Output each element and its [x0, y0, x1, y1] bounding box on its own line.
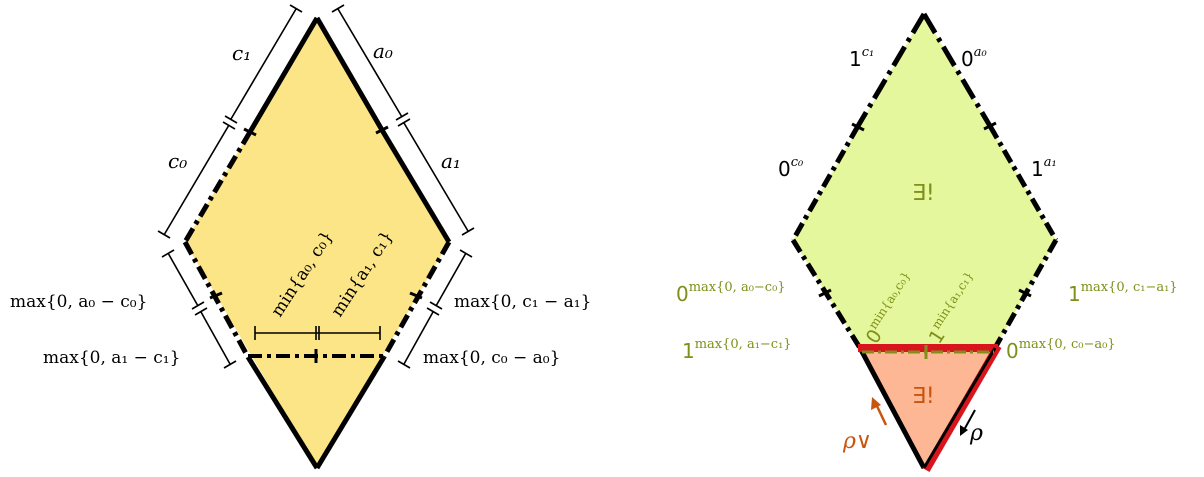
measure-max-c0a0-cap-a [426, 307, 440, 316]
right-edge-top-left [855, 12, 927, 128]
left-edge-low-right [381, 240, 452, 359]
left-tick-3 [209, 291, 223, 300]
right-edge-mid-left [790, 124, 861, 242]
measure-a1-cap-b [461, 227, 475, 236]
left-edge-mid-right [379, 128, 452, 244]
measure-c0-cap-a [222, 121, 236, 130]
left-edge-bottom-right [314, 355, 387, 470]
measure-a1 [403, 122, 469, 232]
left-edge-top-right [314, 16, 385, 132]
right-edge-mid-right [987, 124, 1059, 242]
right-tick-1 [851, 122, 865, 132]
measure-a0-cap-a [331, 4, 345, 13]
label-zero-max-a0c0: 0max{0, a₀−c₀} [676, 280, 786, 306]
left-tick-2 [375, 125, 389, 135]
measure-max-a0c0-cap-b [191, 301, 205, 310]
left-diagram: c₁ a₀ c₀ a₁ max{0, a₀ − c₀} max{0, a₁ − … [10, 4, 591, 470]
left-edge-mid-left [182, 130, 253, 244]
measure-max-c0a0 [403, 311, 434, 365]
measure-a0-cap-b [395, 112, 409, 121]
measure-max-a1c1 [200, 311, 231, 365]
measure-c0-cap-b [157, 230, 171, 239]
measure-max-a0c0 [167, 252, 199, 307]
measure-max-c1a1-cap-a [459, 249, 473, 258]
measure-c1-cap-a [289, 4, 303, 13]
right-tick-2 [983, 121, 997, 131]
label-one-c1: 1c₁ [849, 45, 874, 71]
measure-a0 [337, 8, 403, 118]
label-a0: a₀ [373, 39, 393, 63]
label-max-a0-c0: max{0, a₀ − c₀} [10, 292, 147, 312]
measure-c1 [230, 8, 297, 120]
label-one-a1: 1a₁ [1031, 155, 1057, 181]
right-tick-3 [818, 288, 832, 298]
label-c0: c₀ [168, 149, 187, 173]
measure-max-a0c0-cap-a [161, 249, 175, 258]
label-zero-max-c0a0: 0max{0, c₀−a₀} [1006, 337, 1116, 363]
right-edge-low-left [790, 238, 863, 350]
right-red-right [922, 343, 1002, 473]
measure-max-c1a1 [435, 252, 467, 307]
rho-dual-arrow-line [874, 403, 888, 426]
right-edge-top-right [921, 12, 993, 128]
label-c1: c₁ [232, 41, 251, 65]
label-one-max-a1c1: 1max{0, a₁−c₁} [682, 337, 792, 363]
left-edge-top-left [247, 16, 320, 134]
measure-max-a1c1-cap-a [194, 307, 208, 316]
left-tick-4 [409, 291, 423, 300]
label-rho-dual: ρ∨ [842, 429, 872, 454]
label-a1: a₁ [441, 149, 461, 173]
label-one-max-c1a1: 1max{0, c₁−a₁} [1068, 280, 1178, 306]
left-edge-low-left [182, 240, 251, 359]
measure-max-c1a1-cap-b [429, 301, 443, 310]
label-zero-c0: 0c₀ [778, 155, 804, 181]
label-rho: ρ [969, 421, 983, 446]
right-top-fill [793, 14, 1056, 348]
measure-max-c0a0-cap-b [397, 360, 411, 369]
left-edge-bottom-left [245, 355, 320, 470]
right-bottom-fill [860, 348, 995, 468]
right-edge-bottom-left [857, 346, 927, 470]
measure-c1-cap-b [224, 115, 238, 124]
label-zero-a0: 0a₀ [961, 45, 987, 71]
label-max-c0-a0: max{0, c₀ − a₀} [423, 348, 560, 368]
label-max-c1-a1: max{0, c₁ − a₁} [454, 292, 591, 312]
rho-arrowhead [960, 425, 968, 436]
right-edge-bottom-right [922, 347, 997, 469]
right-tick-4 [1018, 288, 1032, 298]
label-exists-top: ∃! [912, 181, 935, 206]
label-max-a1-c1: max{0, a₁ − c₁} [43, 348, 180, 368]
rho-arrow-line [963, 409, 976, 431]
rho-dual-arrowhead [871, 397, 881, 410]
left-tick-1 [243, 127, 257, 137]
right-diagram: 1c₁ 0a₀ 0c₀ 1a₁ ∃! ∃! 0max{0, a₀−c₀} 1ma… [676, 12, 1178, 473]
label-exists-bottom: ∃! [912, 384, 935, 409]
measure-max-a1c1-cap-b [223, 360, 237, 369]
measure-a1-cap-a [397, 118, 411, 127]
measure-c0 [163, 124, 230, 236]
